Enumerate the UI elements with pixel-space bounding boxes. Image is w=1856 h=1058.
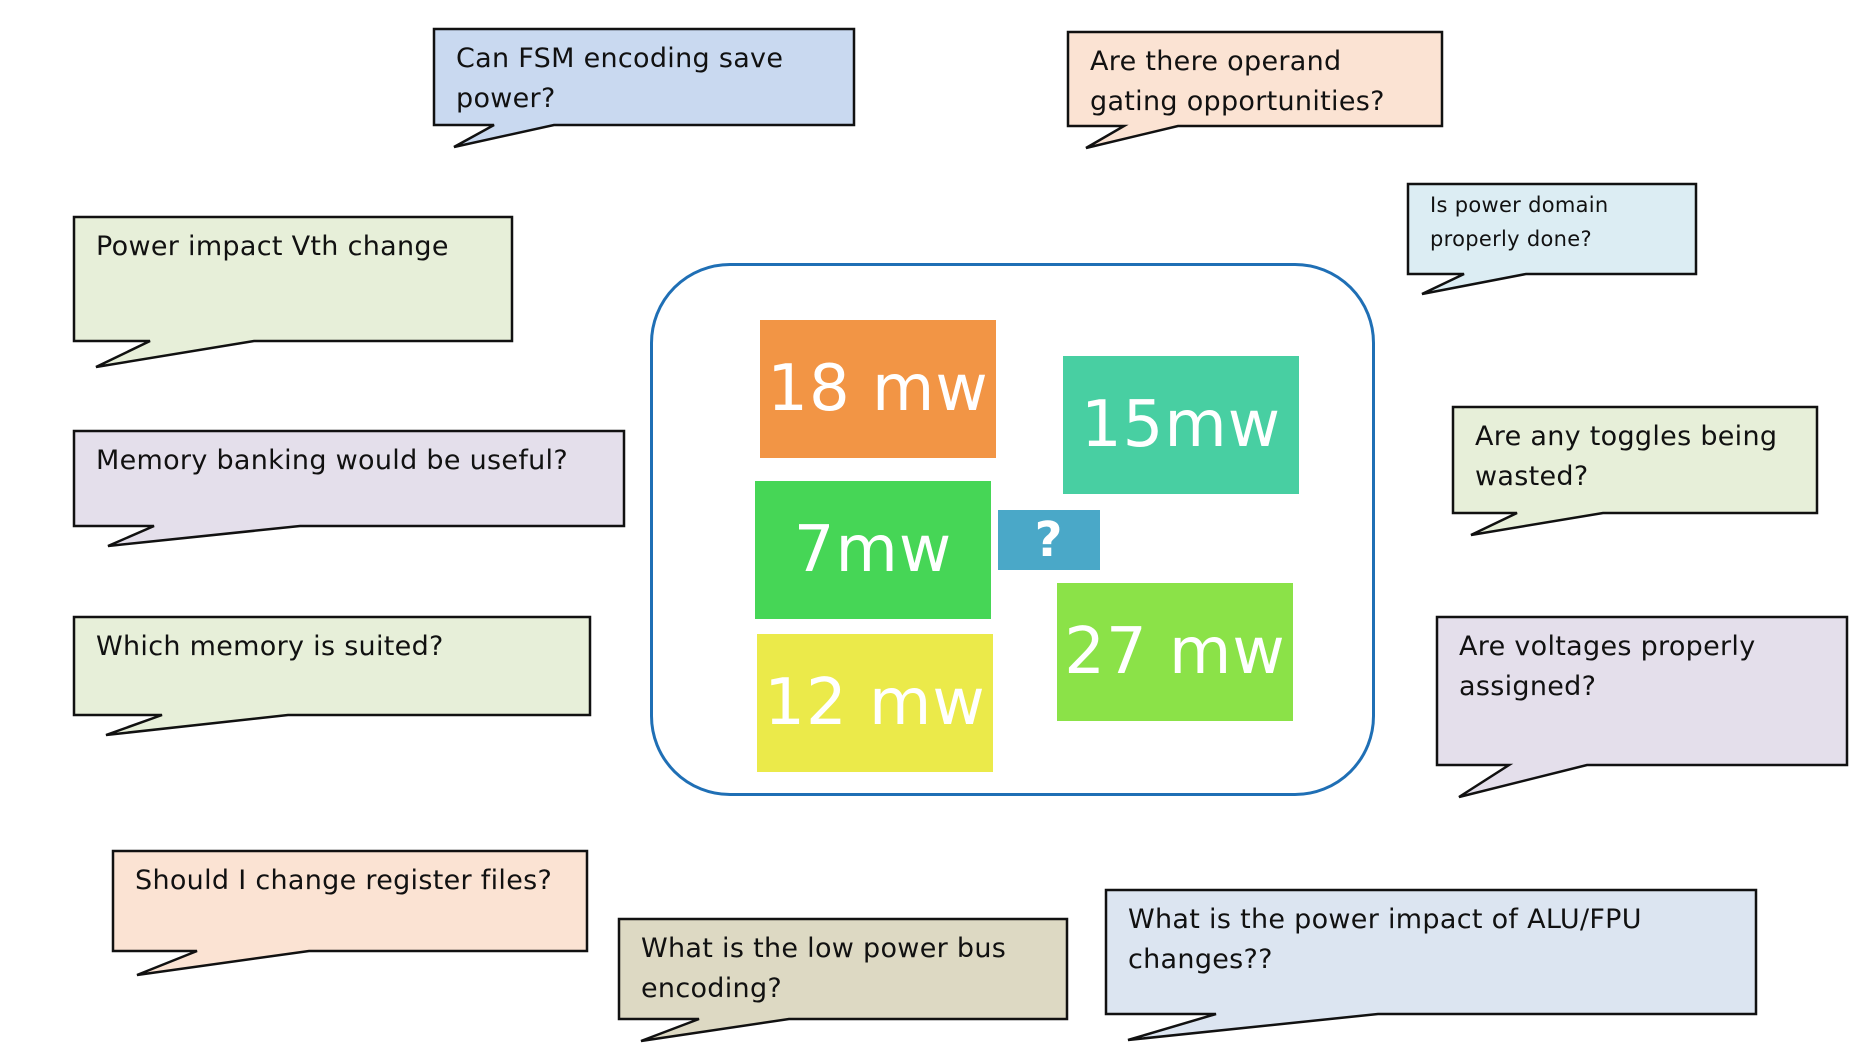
power-block-18mw: 18 mw xyxy=(760,320,996,458)
callout-operand-gating: Are there operand gating opportunities? xyxy=(1066,30,1444,150)
callout-voltages-assigned: Are voltages properly assigned? xyxy=(1435,615,1849,799)
callout-shape xyxy=(1066,30,1444,150)
callout-shape xyxy=(1435,615,1849,799)
callout-shape xyxy=(1406,182,1698,296)
callout-memory-suited: Which memory is suited? xyxy=(72,615,592,737)
callout-shape xyxy=(432,27,856,149)
callout-register-files: Should I change register files? xyxy=(111,849,589,977)
unknown-power-block: ? xyxy=(998,510,1100,570)
power-block-7mw: 7mw xyxy=(755,481,991,619)
callout-text: Is power domain properly done? xyxy=(1430,193,1609,251)
callout-text: Are there operand gating opportunities? xyxy=(1090,46,1385,117)
power-block-15mw: 15mw xyxy=(1063,356,1299,494)
callout-shape xyxy=(111,849,589,977)
callout-vth-change: Power impact Vth change xyxy=(72,215,514,369)
callout-text: Which memory is suited? xyxy=(96,631,444,662)
callout-text: What is the power impact of ALU/FPU chan… xyxy=(1128,904,1642,975)
callout-shape xyxy=(617,917,1069,1043)
callout-bus-encoding: What is the low power bus encoding? xyxy=(617,917,1069,1043)
callout-shape xyxy=(72,215,514,369)
callout-text: Power impact Vth change xyxy=(96,231,449,262)
power-block-12mw: 12 mw xyxy=(757,634,993,772)
callout-text: Can FSM encoding save power? xyxy=(456,43,784,114)
callout-shape xyxy=(1451,405,1819,537)
callout-alu-fpu-changes: What is the power impact of ALU/FPU chan… xyxy=(1104,888,1758,1042)
callout-fsm-encoding: Can FSM encoding save power? xyxy=(432,27,856,151)
power-block-27mw: 27 mw xyxy=(1057,583,1293,721)
callout-toggles-wasted: Are any toggles being wasted? xyxy=(1451,405,1819,537)
callout-text: Should I change register files? xyxy=(135,865,553,896)
callout-shape xyxy=(72,429,626,548)
callout-memory-banking: Memory banking would be useful? xyxy=(72,429,626,548)
callout-shape xyxy=(1104,888,1758,1042)
callout-text: Are voltages properly assigned? xyxy=(1459,631,1756,702)
callout-shape xyxy=(72,615,592,737)
callout-power-domain: Is power domain properly done? xyxy=(1406,182,1698,296)
callout-text: Are any toggles being wasted? xyxy=(1475,421,1778,492)
callout-text: What is the low power bus encoding? xyxy=(641,933,1007,1004)
callout-text: Memory banking would be useful? xyxy=(96,445,568,476)
